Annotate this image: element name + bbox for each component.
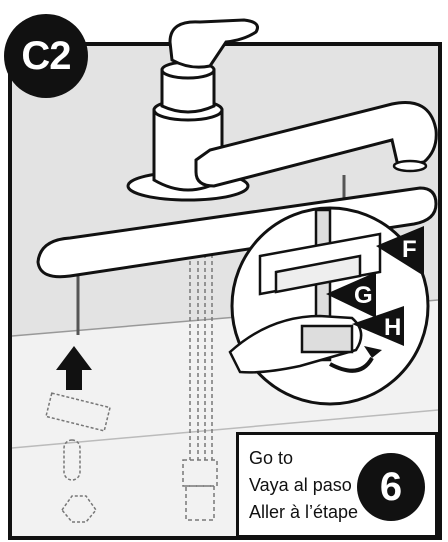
goto-text-block: Go to Vaya al paso Aller à l’étape <box>249 445 358 526</box>
callout-h-label: H <box>384 314 401 342</box>
aerator <box>394 161 426 171</box>
goto-line-spanish: Vaya al paso <box>249 472 358 499</box>
goto-line-english: Go to <box>249 445 358 472</box>
goto-line-french: Aller à l’étape <box>249 499 358 526</box>
callout-f-label: F <box>402 236 417 264</box>
goto-step-number: 6 <box>357 453 425 521</box>
step-label-badge: C2 <box>4 14 88 98</box>
callout-g-label: G <box>354 282 373 310</box>
goto-step-box: Go to Vaya al paso Aller à l’étape 6 <box>236 432 438 538</box>
